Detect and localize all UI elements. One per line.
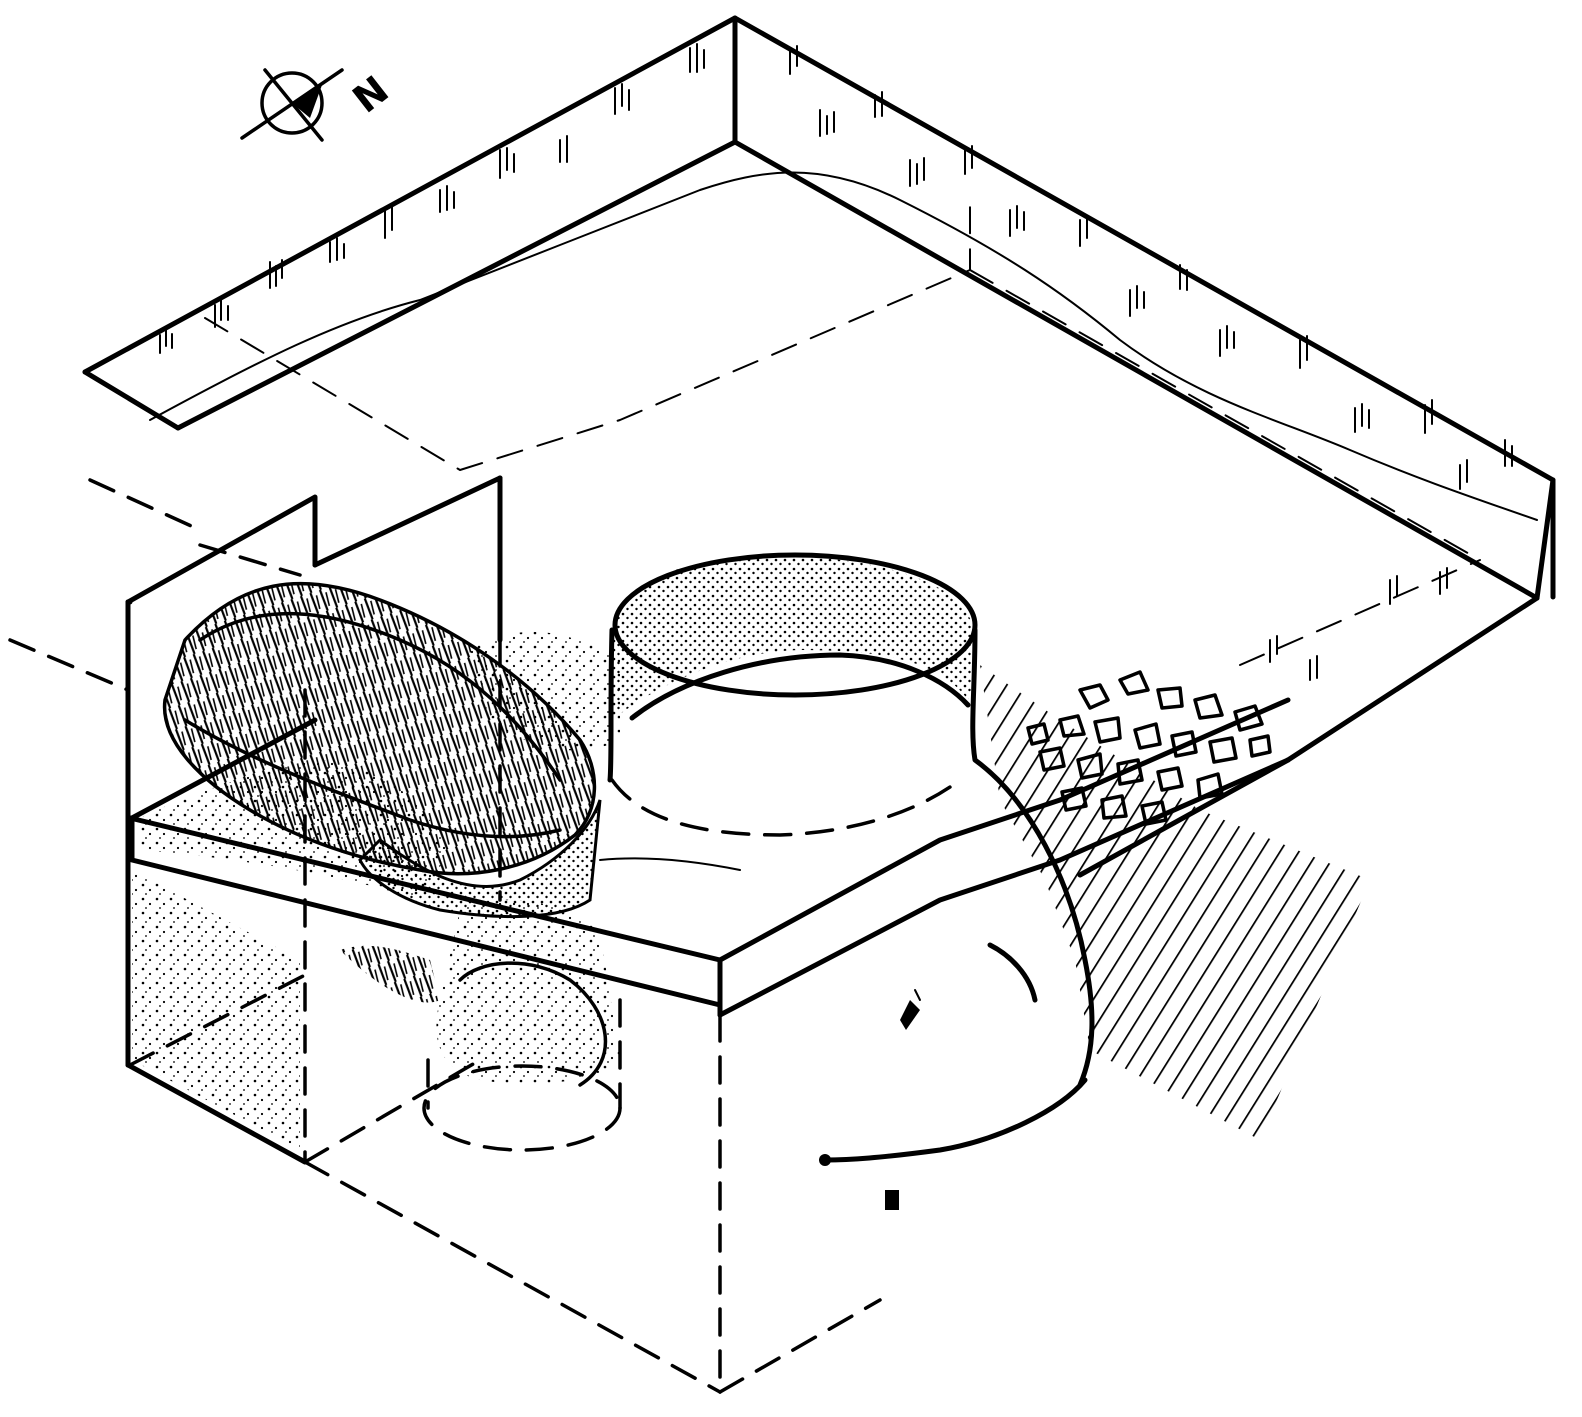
- north-label: N: [345, 67, 397, 121]
- lower-pit: [422, 899, 622, 1152]
- cylindrical-pit: [599, 552, 1095, 1166]
- north-arrow-icon: [240, 68, 344, 142]
- surface-vegetation-marks: [159, 43, 1513, 681]
- hatched-cut-section: [980, 665, 1370, 1140]
- upper-excavation-frame: [82, 15, 1556, 763]
- sloping-trench-fill: [162, 581, 602, 1003]
- north-arrow: N: [240, 67, 397, 142]
- pit-bottom-marker: [885, 1190, 899, 1210]
